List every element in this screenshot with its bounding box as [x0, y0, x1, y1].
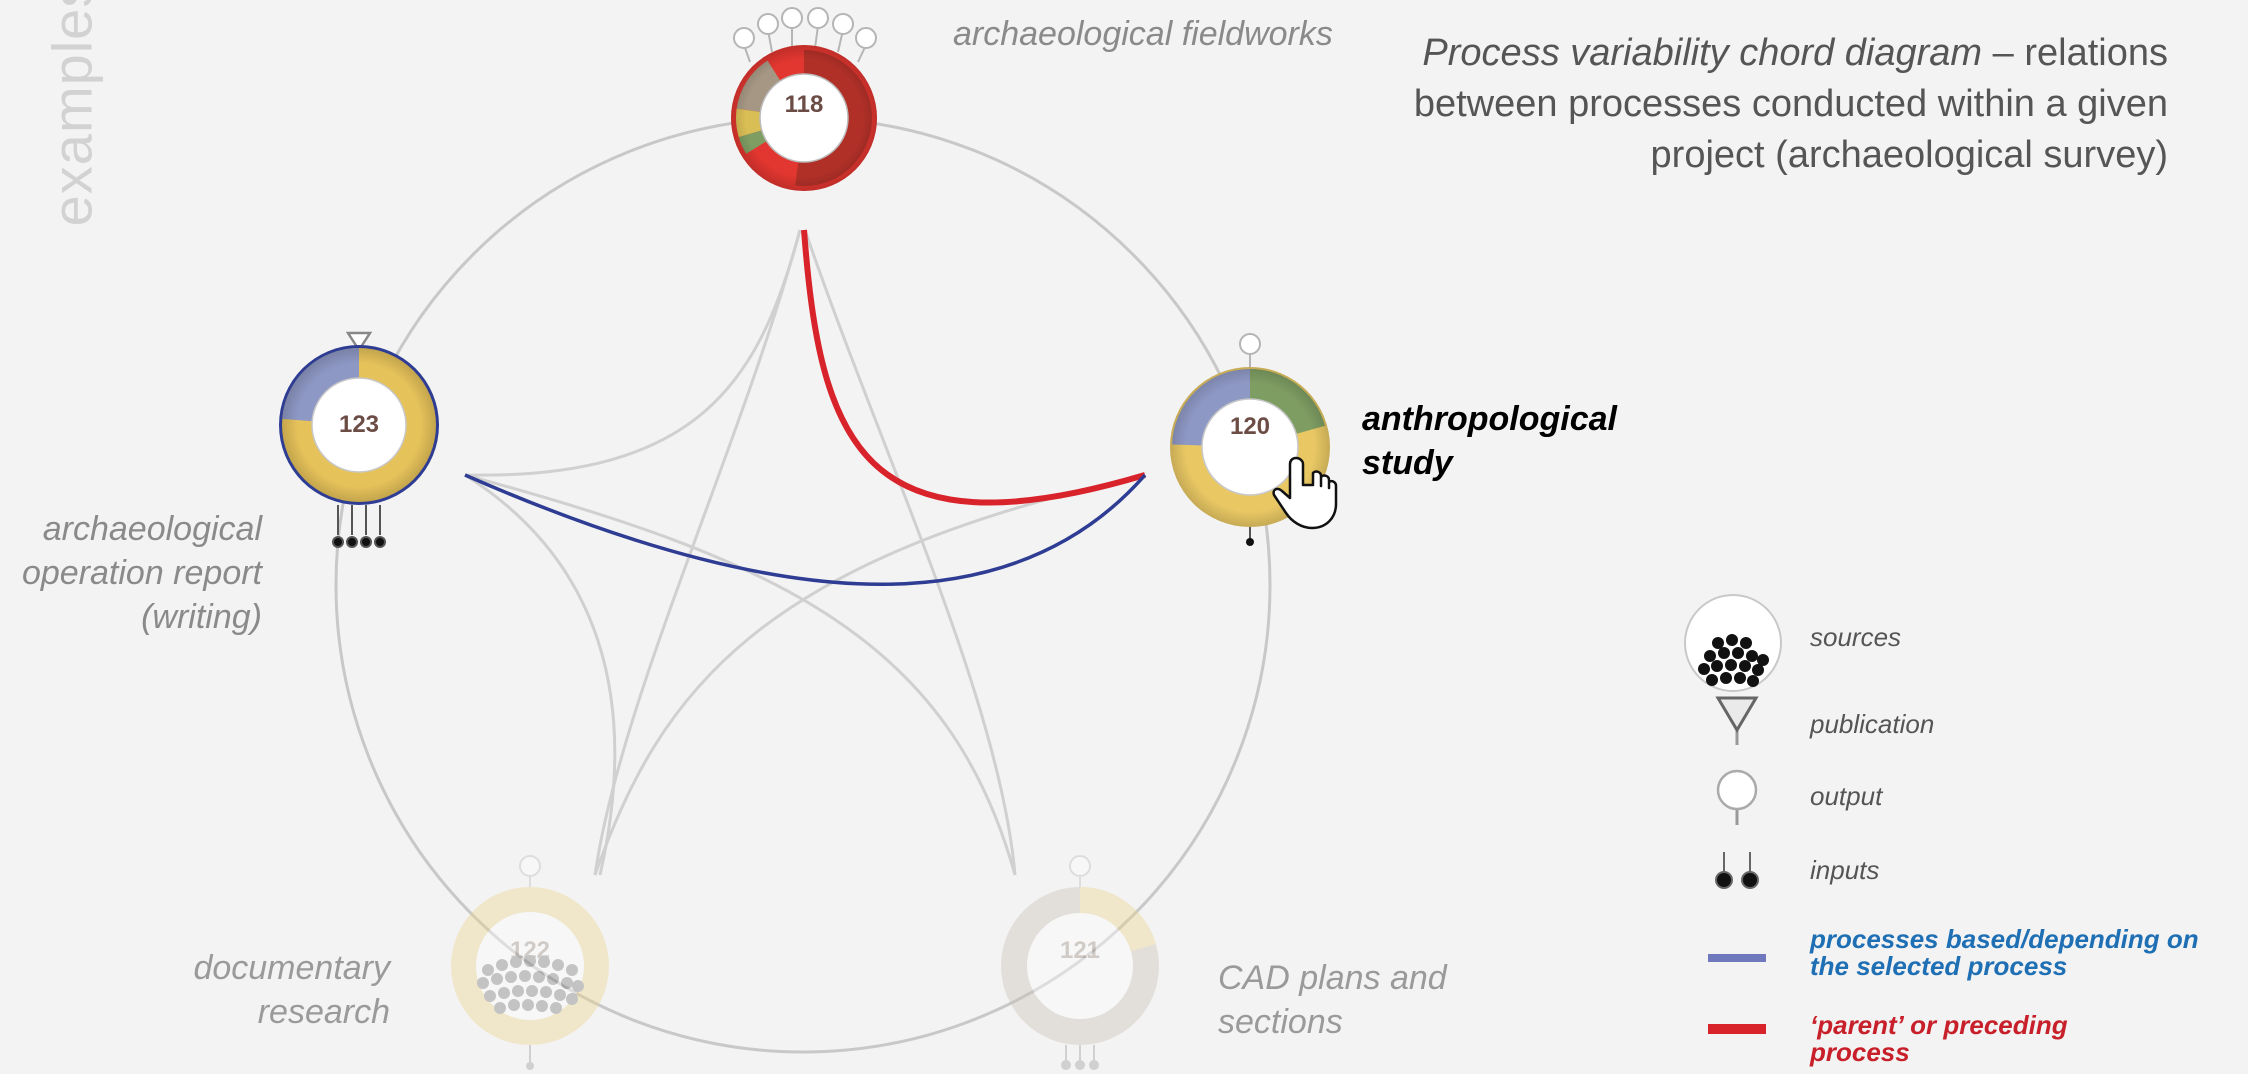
node-center — [1027, 913, 1133, 1019]
node-number: 123 — [339, 411, 379, 438]
node-number: 118 — [785, 91, 824, 118]
node-ring — [1001, 887, 1159, 1045]
legend-icons — [1684, 594, 1782, 1034]
legend-parent-label: ‘parent’ or preceding process — [1810, 1010, 2068, 1067]
legend-dependent-label: processes based/depending on the selecte… — [1810, 924, 2199, 981]
inputs-icon — [1715, 852, 1759, 889]
process-label-122: documentary research — [193, 949, 390, 1031]
faded-chords — [464, 229, 1146, 876]
legend-publication-label: publication — [1810, 709, 1935, 739]
process-label-118: archaeological fieldworks — [953, 15, 1333, 53]
publication-icon — [1715, 696, 1759, 745]
legend-inputs-label: inputs — [1810, 855, 1880, 885]
output-marker — [1069, 855, 1091, 877]
caption-text: relations between processes conducted wi… — [1413, 32, 2168, 176]
process-label-123: archaeological operation report (writing… — [21, 510, 262, 636]
process-label-121: CAD plans and sections — [1218, 959, 1447, 1041]
ring-segment-yellow — [1001, 887, 1159, 1045]
caption-title: Process variability chord diagram — [1422, 32, 1983, 74]
process-node-118[interactable]: 118 — [731, 7, 877, 191]
output-marker — [1239, 333, 1261, 355]
process-node-123[interactable]: 123 — [279, 331, 439, 548]
node-number: 122 — [510, 937, 550, 964]
sources-cluster — [477, 955, 584, 1014]
caption-dash: – — [1982, 32, 2014, 74]
parent-line-icon — [1708, 1024, 1766, 1034]
figure-caption: Process variability chord diagram – rela… — [1408, 28, 2168, 181]
input-markers — [332, 505, 386, 548]
process-label-120: anthropological study — [1362, 400, 1617, 482]
node-center — [476, 912, 584, 1020]
node-ring — [451, 887, 609, 1045]
process-node-121[interactable]: 121 — [1001, 855, 1159, 1070]
node-number: 121 — [1060, 937, 1100, 964]
hand-cursor-icon — [1272, 456, 1338, 530]
node-center — [1201, 398, 1299, 496]
output-markers — [733, 7, 877, 63]
parent-chord — [801, 229, 1146, 506]
node-center — [759, 73, 849, 163]
process-node-122[interactable]: 122 — [451, 855, 609, 1070]
dependent-chord — [464, 473, 1147, 586]
legend-sources-label: sources — [1810, 622, 1902, 652]
legend-output-label: output — [1810, 781, 1883, 811]
node-center — [311, 377, 407, 473]
dependent-line-icon — [1708, 954, 1766, 962]
output-icon — [1716, 769, 1758, 825]
publication-marker — [345, 331, 373, 353]
sources-icon — [1684, 594, 1782, 692]
input-marker — [1246, 538, 1254, 546]
output-marker — [519, 855, 541, 877]
node-number: 120 — [1230, 413, 1270, 440]
process-node-120[interactable]: 120 — [1170, 333, 1338, 546]
